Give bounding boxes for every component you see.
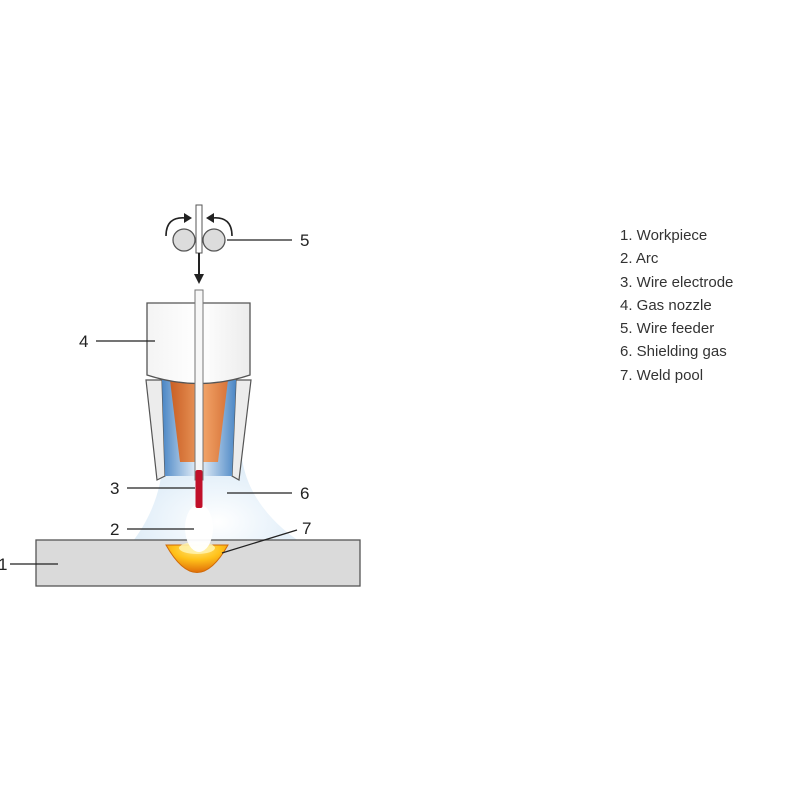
feed-roller-left <box>172 228 196 252</box>
feed-arrow-head-icon <box>194 274 204 284</box>
gas-nozzle-left-wall <box>145 379 166 481</box>
legend-item-arc: 2. Arc <box>620 250 659 268</box>
rotation-arrow-left-icon <box>165 217 187 237</box>
wire-electrode-hot-tip <box>195 470 203 508</box>
legend-item-wire-electrode: 3. Wire electrode <box>620 273 734 291</box>
callout-1: 1 <box>0 555 7 574</box>
callout-5: 5 <box>300 231 309 250</box>
rotation-arrow-right-head-icon <box>206 213 214 223</box>
callout-3: 3 <box>110 479 119 498</box>
feed-roller-right <box>202 228 226 252</box>
wire-electrode <box>194 289 204 481</box>
legend-item-workpiece: 1. Workpiece <box>620 227 708 244</box>
weld-pool <box>165 544 229 573</box>
legend-item-gas-nozzle: 4. Gas nozzle <box>620 296 712 314</box>
callout-7: 7 <box>302 519 311 538</box>
callout-6: 6 <box>300 484 309 503</box>
leader-line-7 <box>221 529 298 554</box>
legend-item-weld-pool: 7. Weld pool <box>620 366 704 384</box>
callout-4: 4 <box>79 332 88 351</box>
callout-2: 2 <box>110 520 119 539</box>
legend-item-shielding-gas: 6. Shielding gas <box>620 343 727 361</box>
arc-glow <box>185 504 213 552</box>
legend: 1. Workpiece 2. Arc 3. Wire electrode 4.… <box>620 224 733 387</box>
rotation-arrow-right-icon <box>211 217 233 237</box>
rotation-arrow-left-head-icon <box>184 213 192 223</box>
wire-feed-line <box>195 204 203 254</box>
legend-item-wire-feeder: 5. Wire feeder <box>620 320 715 338</box>
